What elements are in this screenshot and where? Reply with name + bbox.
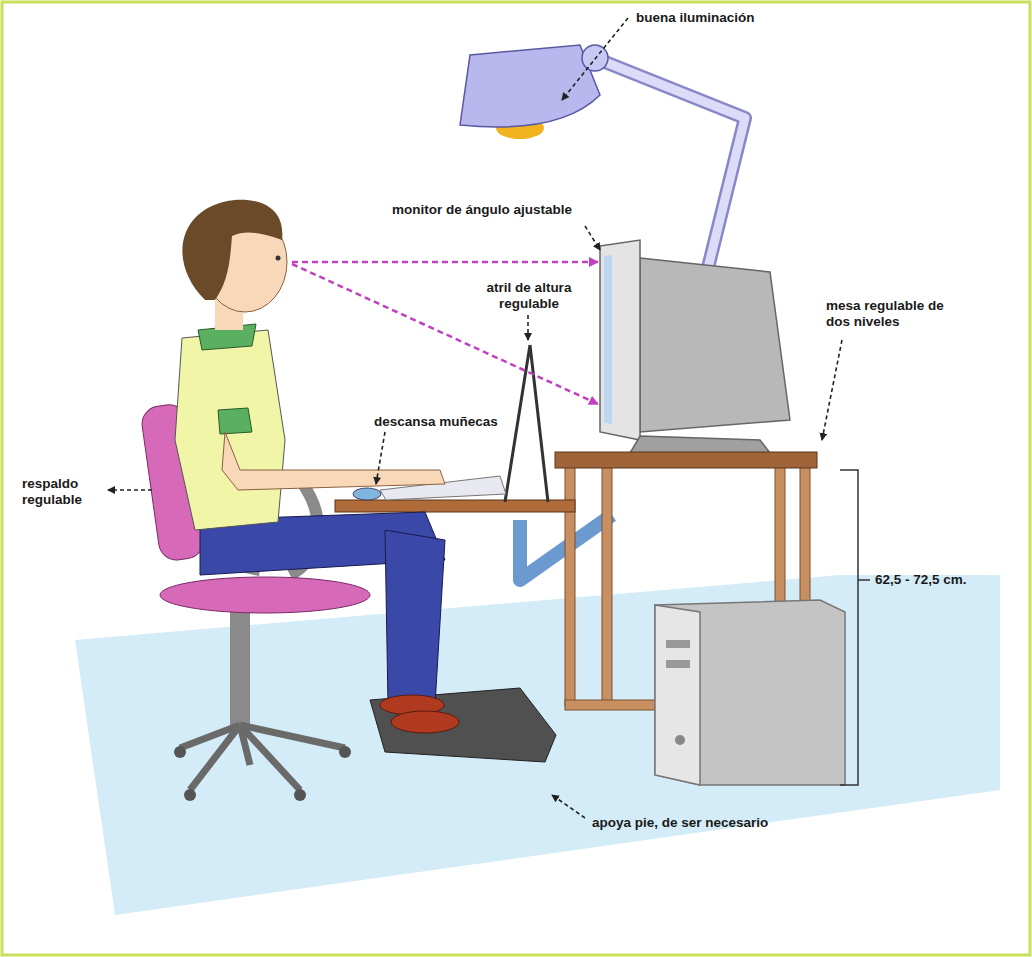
hair [182,200,282,300]
height-bracket [840,470,870,785]
leader-line [527,315,529,340]
floor [75,575,1000,915]
dimension-label: 62,5 - 72,5 cm. [875,572,1015,588]
wrist-rest-label: descansa muñecas [374,414,534,430]
wheel [174,746,186,758]
desk-leg [775,466,785,606]
pants-leg [385,530,445,705]
wrist-rest [353,488,381,500]
leader-lines [108,18,842,818]
drive-slot [666,640,690,648]
keyboard-tray [335,500,575,512]
document-holder [505,345,548,502]
wheel [294,789,306,801]
leader-line [822,340,842,440]
arm [222,432,445,490]
leader-line [585,226,600,250]
footrest-label: apoya pie, de ser necesario [592,815,852,831]
leader-line [108,489,152,491]
desk-label: mesa regulable de dos niveles [826,298,966,330]
chair-seat [160,577,370,613]
desk-lamp [460,45,745,280]
tower-front [655,605,700,785]
desk-leg [602,466,612,706]
wheel [184,789,196,801]
desk-top [555,452,817,468]
monitor-bezel [600,240,640,440]
sight-line [292,261,598,264]
monitor-screen [604,255,612,425]
wheel [339,746,351,758]
chair-base [180,725,345,790]
monitor [600,240,790,453]
power-button [675,735,685,745]
leader-line [376,432,385,484]
monitor-stand [630,436,770,453]
desk-foot [565,700,665,710]
footrest [370,688,556,762]
sleeve [218,408,252,434]
eye [276,256,281,261]
shirt [175,330,285,530]
chair-post [230,605,250,725]
backrest-label: respaldo regulable [22,476,106,508]
lamp-label: buena iluminación [636,10,816,26]
drive-slot [666,660,690,668]
shoe [391,711,459,733]
monitor-body [640,258,790,432]
stand-label: atril de altura regulable [470,280,588,312]
computer-tower [655,600,845,785]
tower-body [655,600,845,785]
sight-line [292,264,598,404]
leader-line [562,18,628,100]
monitor-label: monitor de ángulo ajustable [392,202,622,218]
leader-line [552,795,585,818]
lamp-shade [460,45,600,127]
desk-leg [800,466,810,606]
